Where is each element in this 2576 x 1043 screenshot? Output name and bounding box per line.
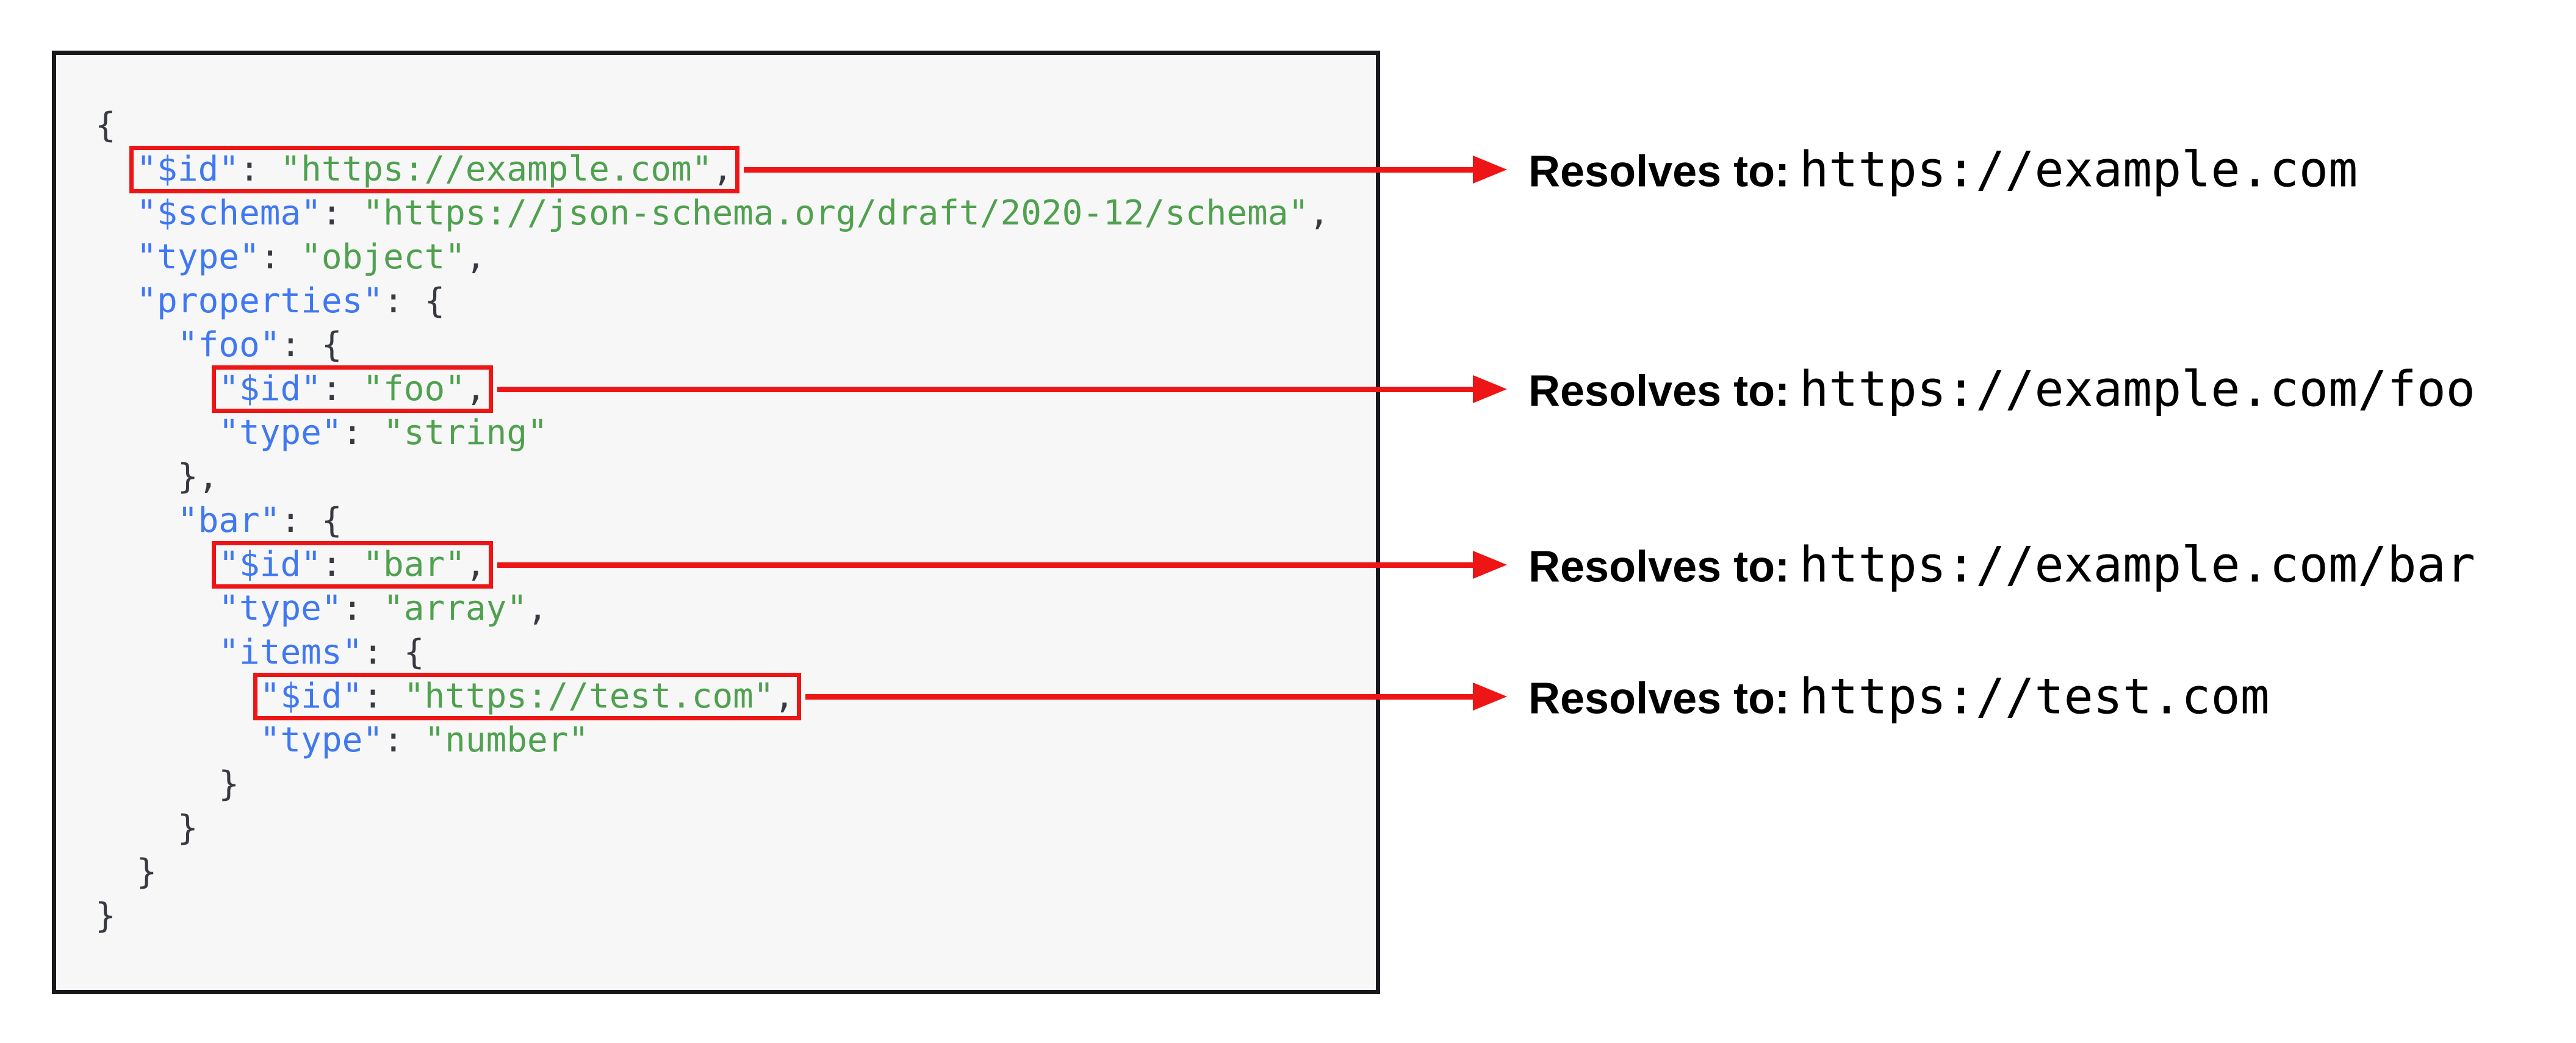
code-line: },	[177, 457, 219, 496]
code-line: "items": {	[218, 633, 425, 672]
code-line: "$id": "foo",	[95, 365, 1370, 413]
code-line: "type": "array",	[218, 589, 548, 628]
code-line: "$id": "https://test.com",	[95, 673, 1370, 720]
arrow-head-icon	[1473, 156, 1507, 184]
code-line: "bar": {	[177, 501, 342, 540]
resolved-url: https://example.com/bar	[1799, 536, 2475, 593]
code-line: "$schema": "https://json-schema.org/draf…	[136, 193, 1329, 233]
code-line: "type": "object",	[136, 237, 486, 277]
resolve-annotation: Resolves to: https://example.com	[1528, 142, 2358, 198]
resolve-annotation: Resolves to: https://test.com	[1528, 668, 2270, 725]
code-line: "type": "string"	[218, 413, 548, 453]
code-line: }	[136, 852, 157, 892]
resolve-annotation: Resolves to: https://example.com/foo	[1528, 361, 2475, 418]
id-highlight-box: "$id": "https://example.com",	[129, 146, 739, 193]
arrow-line	[744, 167, 1477, 173]
arrow-head-icon	[1473, 683, 1507, 711]
resolve-label: Resolves to:	[1528, 674, 1790, 723]
arrow-head-icon	[1473, 551, 1507, 579]
code-line: {	[95, 106, 116, 145]
id-highlight-box: "$id": "foo",	[212, 365, 493, 413]
resolve-label: Resolves to:	[1528, 542, 1790, 592]
resolved-url: https://example.com	[1799, 141, 2358, 198]
id-highlight-box: "$id": "https://test.com",	[253, 673, 801, 720]
id-highlight-box: "$id": "bar",	[212, 541, 493, 589]
resolve-label: Resolves to:	[1528, 147, 1790, 196]
code-line: "type": "number"	[259, 720, 589, 760]
json-schema-code: { "$id": "https://example.com", "$schema…	[56, 55, 1376, 938]
code-line: }	[95, 896, 116, 936]
code-line: "properties": {	[136, 281, 445, 321]
code-line: "$id": "https://example.com",	[95, 146, 1370, 193]
code-line: }	[218, 764, 240, 804]
code-line: "$id": "bar",	[95, 541, 1370, 589]
code-line: }	[177, 808, 198, 848]
arrow-head-icon	[1473, 375, 1507, 403]
resolve-annotation: Resolves to: https://example.com/bar	[1528, 537, 2475, 593]
json-code-block: { "$id": "https://example.com", "$schema…	[52, 51, 1380, 994]
resolved-url: https://test.com	[1799, 668, 2270, 725]
code-line: "foo": {	[177, 325, 342, 365]
resolve-label: Resolves to:	[1528, 367, 1790, 416]
arrow-line	[497, 562, 1477, 568]
arrow-line	[805, 694, 1477, 700]
resolved-url: https://example.com/foo	[1799, 360, 2475, 418]
arrow-line	[497, 386, 1477, 392]
